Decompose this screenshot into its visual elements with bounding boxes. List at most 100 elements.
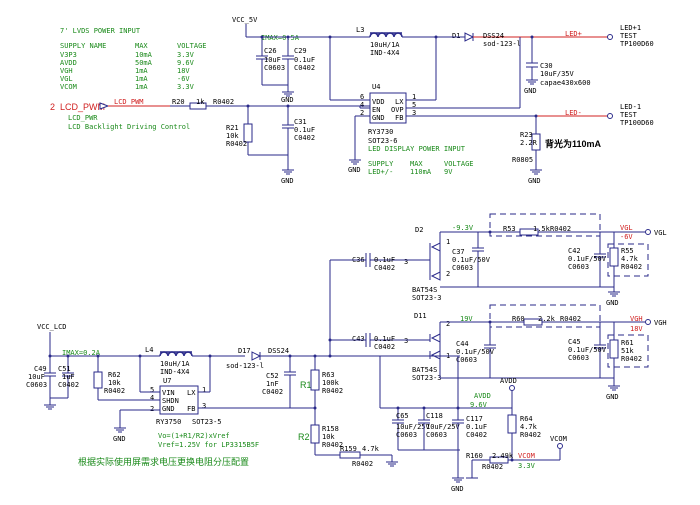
r53-ref: R53 — [503, 225, 516, 233]
r63-val: 100k — [322, 379, 340, 387]
neg93-label: -9.3V — [452, 224, 474, 232]
gnd-vgh: GND — [606, 393, 619, 401]
power-table-r5c2: 1mA — [135, 83, 148, 91]
avdd-volt: 9.6V — [470, 401, 488, 409]
vgl-port[interactable] — [645, 229, 651, 235]
c29-pkg: C0402 — [294, 64, 315, 72]
c30-ref: C30 — [540, 62, 553, 70]
c31-val: 0.1uF — [294, 126, 315, 134]
power-table-r5c3: 3.3V — [177, 83, 195, 91]
ledm1-tp: TP100D60 — [620, 119, 654, 127]
d17-ref: D17 — [238, 347, 251, 355]
vcom-port[interactable] — [557, 443, 563, 449]
led-table-h3: VOLTAGE — [444, 160, 474, 168]
led-table-c2: 110mA — [410, 168, 432, 176]
c118-pkg: C0603 — [426, 431, 447, 439]
gnd-c31: GND — [281, 177, 294, 185]
power-table-r3c1: VGH — [60, 67, 73, 75]
c45-pkg: C0603 — [568, 354, 589, 362]
imax-bottom-label: IMAX=0.2A — [62, 349, 101, 357]
u4-num-1: 1 — [412, 93, 416, 101]
gnd-u4: GND — [348, 166, 361, 174]
avdd-net: AVDD — [474, 392, 491, 400]
power-table-r5c1: VCOM — [60, 83, 77, 91]
vgh-volt: 18V — [630, 325, 643, 333]
c52-ref: C52 — [266, 372, 279, 380]
d1-pkg: sod-123-l — [483, 40, 521, 48]
gnd-u7: GND — [113, 435, 126, 443]
u7-pkg: SOT23-5 — [192, 418, 222, 426]
r62-ref: R62 — [108, 371, 121, 379]
l4-ref: L4 — [145, 346, 153, 354]
power-table-h2: MAX — [135, 42, 148, 50]
u7-num-2: 2 — [150, 405, 154, 413]
r23-ref: R23 — [520, 131, 533, 139]
c36-val: 0.1uF — [374, 256, 395, 264]
r63-pkg: R0402 — [322, 387, 343, 395]
c31-pkg: C0402 — [294, 134, 315, 142]
c65-pkg: C0603 — [396, 431, 417, 439]
c44-ref: C44 — [456, 340, 469, 348]
led-table-h2: MAX — [410, 160, 423, 168]
led-plus-testpoint[interactable] — [607, 34, 613, 40]
r53-pkg: R0402 — [550, 225, 571, 233]
u4-num-5: 5 — [412, 101, 416, 109]
power-table-r3c3: 18V — [177, 67, 190, 75]
r158-pkg: R0402 — [322, 441, 343, 449]
c31-ref: C31 — [294, 118, 307, 126]
d11-ref: D11 — [414, 312, 427, 320]
r21-pkg: R0402 — [226, 140, 247, 148]
r2-label: R2 — [298, 432, 310, 442]
r23-pkg: R0805 — [512, 156, 533, 164]
u7-pin-gnd: GND — [162, 405, 175, 413]
r21-val: 10k — [226, 132, 239, 140]
vcclcd-label: VCC_LCD — [37, 323, 67, 331]
r55-val: 4.7k — [621, 255, 639, 263]
c26-ref: C26 — [264, 47, 277, 55]
power-table-r4c2: 1mA — [135, 75, 148, 83]
power-table-r1c1: V3P3 — [60, 51, 77, 59]
power-table-r4c1: VGL — [60, 75, 73, 83]
vgl-dashed-box — [489, 213, 601, 237]
u7-ref: U7 — [163, 377, 171, 385]
power-table-r2c1: AVDD — [60, 59, 77, 67]
r64-ref: R64 — [520, 415, 533, 423]
r160-ref: R160 — [466, 452, 483, 460]
vgh-port-label: VGH — [654, 319, 667, 327]
gnd-r23: GND — [528, 177, 541, 185]
u7-chip — [159, 385, 199, 415]
r61-val: 51k — [621, 347, 634, 355]
d2-pin1: 1 — [446, 238, 450, 246]
vgh-dashed-box — [489, 304, 601, 328]
r61-pkg: R0402 — [621, 355, 642, 363]
power-table-r2c3: 9.6V — [177, 59, 195, 67]
power-table-r4c3: -6V — [177, 75, 190, 83]
r159-val: 4.7k — [362, 445, 380, 453]
power-table-h3: VOLTAGE — [177, 42, 207, 50]
avdd-port-label: AVDD — [500, 377, 517, 385]
c45-ref: C45 — [568, 338, 581, 346]
r159-ref: R159 — [340, 445, 357, 453]
vgh-port[interactable] — [645, 319, 651, 325]
bottom-note: 根据实际使用屏需求电压更换电阻分压配置 — [78, 456, 249, 467]
c43-pkg: C0402 — [374, 343, 395, 351]
r53-val: 1.5k — [533, 225, 551, 233]
u4-val: RY3730 — [368, 128, 393, 136]
avdd-port[interactable] — [509, 385, 515, 391]
c42-pkg: C0603 — [568, 263, 589, 271]
power-table: 7' LVDS POWER INPUT SUPPLY NAME MAX VOLT… — [60, 27, 207, 91]
gnd-vgl: GND — [606, 299, 619, 307]
led-plus-net: LED+ — [565, 30, 582, 38]
c44-val: 0.1uF/50V — [456, 348, 495, 356]
imax-top-label: IMAX=0.5A — [261, 34, 300, 42]
u7-num-1: 1 — [202, 386, 206, 394]
c42-val: 0.1uF/50V — [568, 255, 607, 263]
c44-pkg: C0603 — [456, 356, 477, 364]
led-minus-testpoint[interactable] — [607, 113, 613, 119]
l4-val: 10uH/1A — [160, 360, 190, 368]
c30-pkg: capae430x600 — [540, 79, 591, 87]
u7-pin-fb: FB — [187, 405, 195, 413]
l3-val: 10uH/1A — [370, 41, 400, 49]
